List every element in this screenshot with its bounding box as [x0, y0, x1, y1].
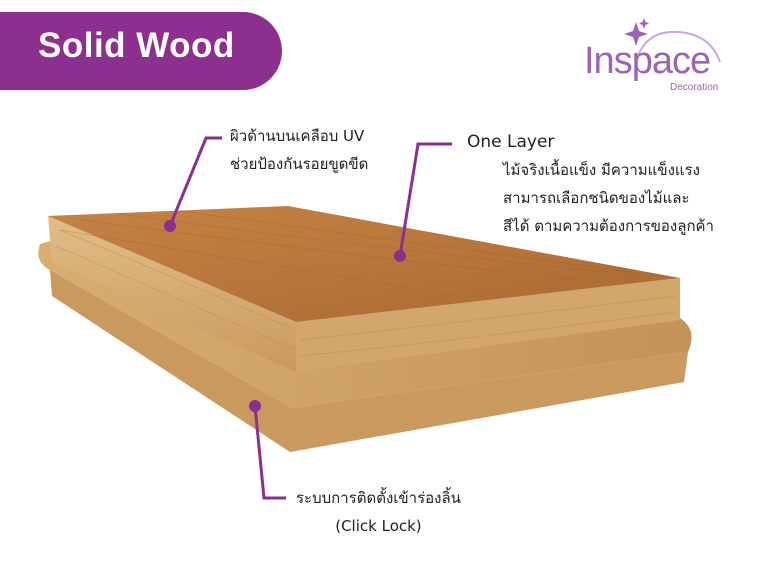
layer-line-3: สีได้ ตามความต้องการของลูกค้า	[503, 217, 714, 235]
pointer-line-layer	[398, 142, 452, 257]
pointer-dot-layer	[394, 250, 406, 262]
plank-top-surface	[48, 206, 680, 322]
logo-wordmark: Inspace	[584, 40, 711, 82]
plank-end-face	[296, 278, 680, 372]
plank-side-face	[48, 216, 296, 372]
page-title: Solid Wood	[38, 26, 235, 65]
pointer-line-surface	[168, 136, 222, 227]
sparkle-icon	[624, 18, 721, 63]
layer-line-1: ไม้จริงเนื้อแข็ง มีความแข็งแรง	[503, 161, 700, 179]
layer-title: One Layer	[467, 132, 555, 152]
surface-line-1: ผิวด้านบนเคลือบ UV	[230, 127, 365, 145]
title-banner: Solid Wood	[0, 12, 282, 90]
lock-label: ระบบการติดตั้งเข้าร่องลิ้น (Click Lock)	[296, 484, 461, 540]
plank-lower-layer	[38, 238, 692, 408]
pointer-dot-lock	[249, 400, 261, 412]
layer-line-2: สามารถเลือกชนิดของไม้และ	[503, 189, 690, 207]
layer-label: One Layer ไม้จริงเนื้อแข็ง มีความแข็งแรง…	[467, 128, 714, 240]
pointer-dot-surface	[164, 220, 176, 232]
surface-line-2: ช่วยป้องกันรอยขูดขีด	[230, 155, 369, 173]
surface-label: ผิวด้านบนเคลือบ UV ช่วยป้องกันรอยขูดขีด	[230, 122, 368, 178]
lock-line-2: (Click Lock)	[335, 517, 422, 535]
pointer-line-lock	[253, 405, 286, 500]
logo-tagline: Decoration	[670, 82, 719, 93]
lock-line-1: ระบบการติดตั้งเข้าร่องลิ้น	[296, 489, 461, 507]
brand-logo: Inspace Decoration	[578, 18, 738, 98]
plank-bottom-layer	[50, 270, 688, 452]
